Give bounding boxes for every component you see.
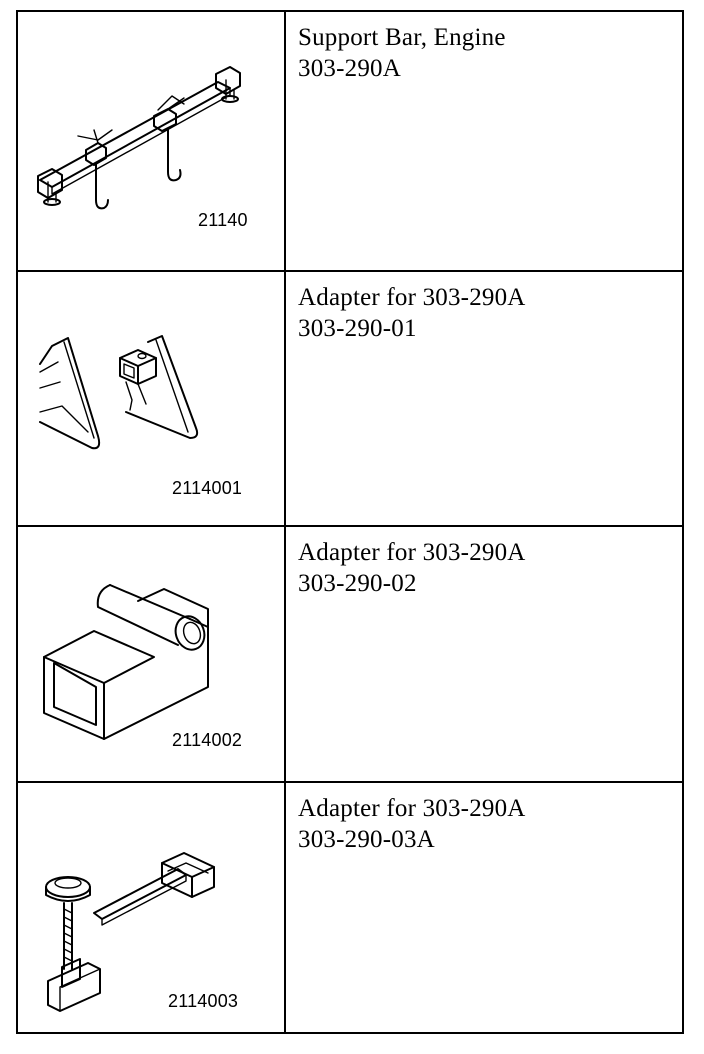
tool-part-number: 303-290A (298, 55, 401, 82)
tool-image-cell: 2114001 (18, 272, 286, 525)
special-tools-table: 21140 Support Bar, Engine 303-290A (16, 10, 684, 1034)
tool-row: 2114001 Adapter for 303-290A 303-290-01 (18, 270, 682, 525)
tool-part-number: 303-290-03A (298, 826, 435, 853)
tool-row: 2114003 Adapter for 303-290A 303-290-03A (18, 781, 682, 1034)
tool-name: Adapter for 303-290A (298, 284, 526, 311)
tool-name: Support Bar, Engine (298, 24, 506, 51)
figure-number: 2114003 (168, 991, 239, 1011)
adapter-01-illustration (39, 335, 199, 450)
tool-row: 2114002 Adapter for 303-290A 303-290-02 (18, 525, 682, 781)
figure-number: 2114002 (172, 730, 243, 750)
support-bar-illustration (37, 66, 241, 210)
tool-name: Adapter for 303-290A (298, 539, 526, 566)
tool-part-number: 303-290-02 (298, 570, 417, 597)
tool-description: Adapter for 303-290A 303-290-03A (298, 793, 668, 855)
tool-image-cell: 21140 (18, 12, 286, 270)
tool-image-cell: 2114003 (18, 783, 286, 1034)
tool-image-cell: 2114002 (18, 527, 286, 781)
tool-part-number: 303-290-01 (298, 315, 417, 342)
tool-description: Support Bar, Engine 303-290A (298, 22, 668, 84)
tool-name: Adapter for 303-290A (298, 795, 526, 822)
tool-row: 21140 Support Bar, Engine 303-290A (18, 12, 682, 270)
adapter-03a-illustration (45, 852, 215, 1012)
adapter-02-illustration (43, 584, 209, 740)
tool-description: Adapter for 303-290A 303-290-01 (298, 282, 668, 344)
figure-number: 2114001 (172, 478, 243, 498)
figure-number: 21140 (198, 210, 248, 230)
tool-description: Adapter for 303-290A 303-290-02 (298, 537, 668, 599)
